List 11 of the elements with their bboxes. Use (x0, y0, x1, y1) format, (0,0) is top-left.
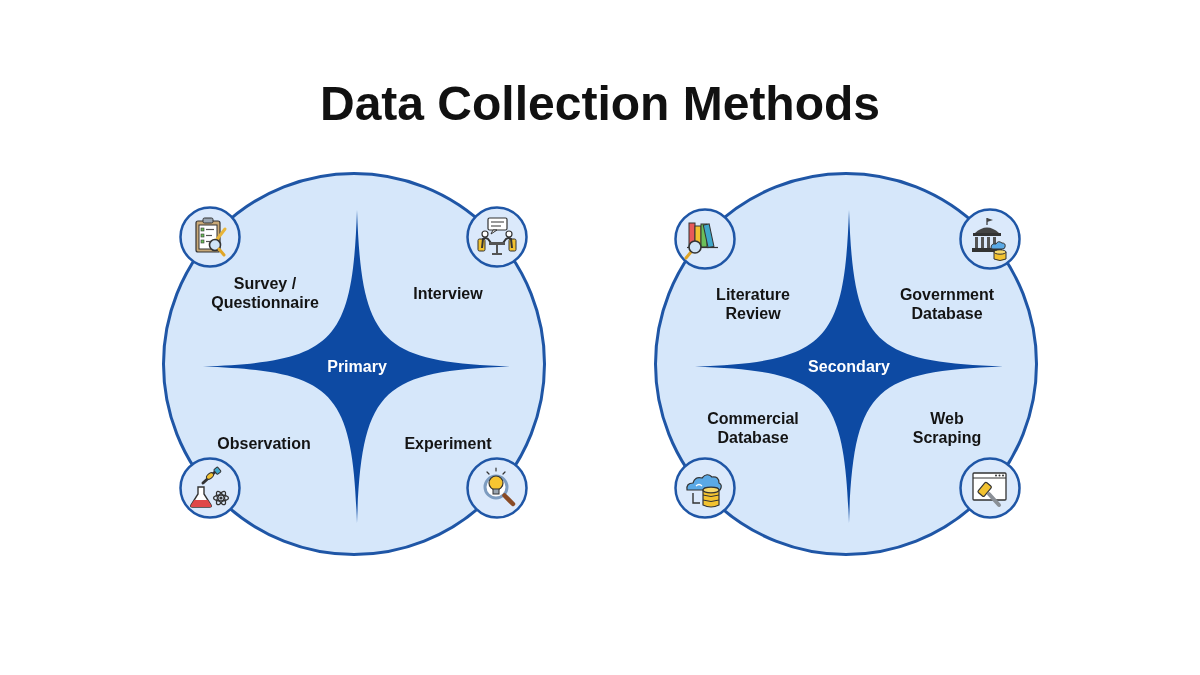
method-label: Observation (217, 433, 311, 453)
method-label: Survey / Questionnaire (211, 274, 319, 312)
page-title: Data Collection Methods (320, 76, 880, 132)
method-label: Government Database (899, 285, 995, 323)
category-label: Primary (327, 356, 387, 377)
method-label: Interview (413, 283, 483, 303)
category-label: Secondary (808, 356, 890, 377)
method-label: Web Scraping (912, 409, 982, 447)
method-label: Literature Review (716, 285, 790, 323)
method-label: Commercial Database (707, 409, 799, 447)
method-label: Experiment (404, 433, 492, 453)
